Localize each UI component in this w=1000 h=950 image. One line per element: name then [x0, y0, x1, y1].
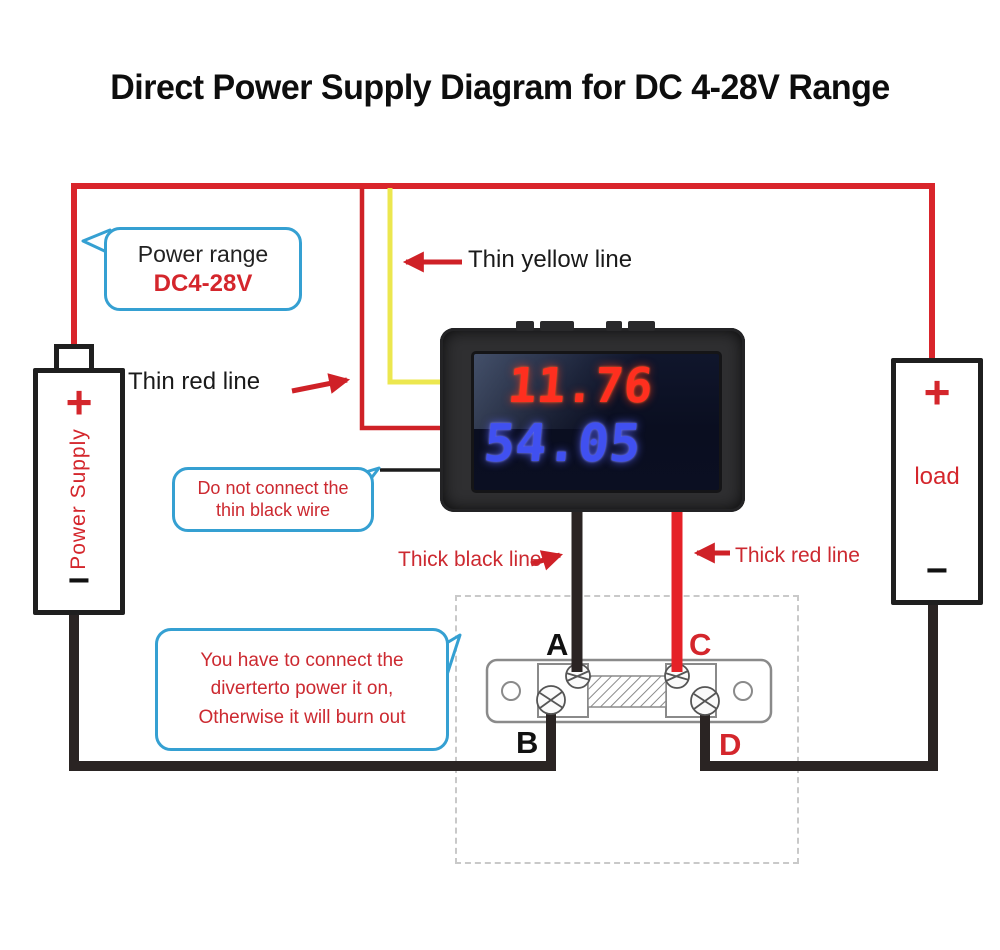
diverter-warning-callout: You have to connect the diverterto power…: [155, 628, 449, 751]
panel-meter: 11.76 54.05: [440, 321, 745, 512]
shunt-mount-hole-left: [501, 681, 521, 701]
meter-tab-3: [606, 321, 622, 331]
power-range-line2: DC4-28V: [153, 269, 253, 297]
shunt-resistive-element: [587, 675, 667, 708]
thin-yellow-line-label: Thin yellow line: [468, 246, 633, 273]
power-supply-minus: −: [67, 559, 91, 602]
voltage-readout: 11.76: [505, 358, 655, 414]
thin-red-arrow: [291, 373, 351, 394]
diverter-line1: You have to connect the: [200, 649, 404, 671]
no-black-wire-callout: Do not connect the thin black wire: [172, 467, 374, 532]
meter-tab-2: [540, 321, 574, 331]
power-range-line1: Power range: [137, 240, 269, 267]
meter-tab-1: [516, 321, 534, 331]
power-supply-label: Power Supply: [67, 427, 90, 570]
black-return-wire-right: [700, 590, 938, 771]
terminal-label-a: A: [546, 627, 569, 662]
shunt-dashed-zone: [455, 595, 799, 864]
meter-tab-4: [628, 321, 655, 331]
terminal-label-c: C: [689, 627, 712, 662]
terminal-label-d: D: [719, 727, 742, 762]
thick-black-arrow: [530, 550, 564, 571]
power-supply-box: + Power Supply −: [33, 368, 125, 615]
power-supply-plus: +: [65, 376, 93, 428]
shunt-resistor: [485, 658, 773, 724]
current-readout: 54.05: [481, 414, 644, 474]
shunt-screws-bottom: [536, 685, 720, 716]
load-label: load: [914, 463, 960, 490]
diverter-line2: diverterto power it on,: [210, 678, 394, 700]
thin-red-wire: [359, 188, 446, 431]
thick-red-line-label: Thick red line: [735, 544, 860, 567]
load-box: + load −: [891, 358, 983, 605]
red-supply-wire: [71, 183, 935, 360]
terminal-label-b: B: [516, 725, 539, 760]
load-minus: −: [925, 549, 949, 592]
diverter-line3: Otherwise it will burn out: [198, 706, 406, 728]
thin-red-line-label: Thin red line: [128, 368, 261, 395]
black-return-wire-left: [69, 600, 556, 771]
thick-black-line-label: Thick black line: [398, 548, 542, 571]
power-range-callout: Power range DC4-28V: [104, 227, 302, 311]
no-black-wire-line1: Do not connect the: [197, 477, 349, 498]
load-plus: +: [923, 366, 951, 418]
page-title: Direct Power Supply Diagram for DC 4-28V…: [110, 68, 890, 107]
thin-yellow-wire: [387, 188, 446, 385]
no-black-wire-line2: thin black wire: [215, 499, 331, 520]
meter-display: 11.76 54.05: [471, 351, 722, 493]
annotation-arrows: [291, 251, 730, 571]
shunt-mount-hole-right: [733, 681, 753, 701]
